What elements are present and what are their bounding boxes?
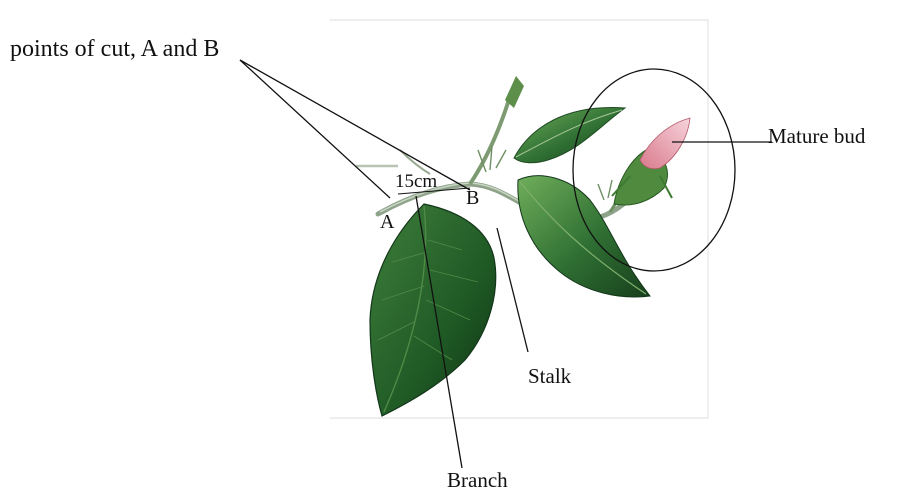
stipule	[478, 146, 506, 172]
stalk-label: Stalk	[528, 366, 571, 387]
cut-point-b-label: B	[466, 188, 479, 208]
cutting-length-label: 15cm	[395, 172, 437, 191]
stalk-pointer-line	[497, 228, 528, 352]
branch-label: Branch	[447, 470, 508, 491]
upper-shoot	[470, 90, 512, 184]
cut-pointer-line-a	[240, 60, 390, 198]
lower-left-leaf	[370, 204, 496, 416]
upper-leaf	[514, 108, 625, 163]
mature-bud-petals	[640, 118, 690, 169]
stipule	[598, 180, 612, 200]
points-of-cut-label: points of cut, A and B	[10, 37, 219, 61]
cut-point-a-label: A	[380, 212, 394, 232]
mature-bud-label: Mature bud	[768, 126, 865, 147]
